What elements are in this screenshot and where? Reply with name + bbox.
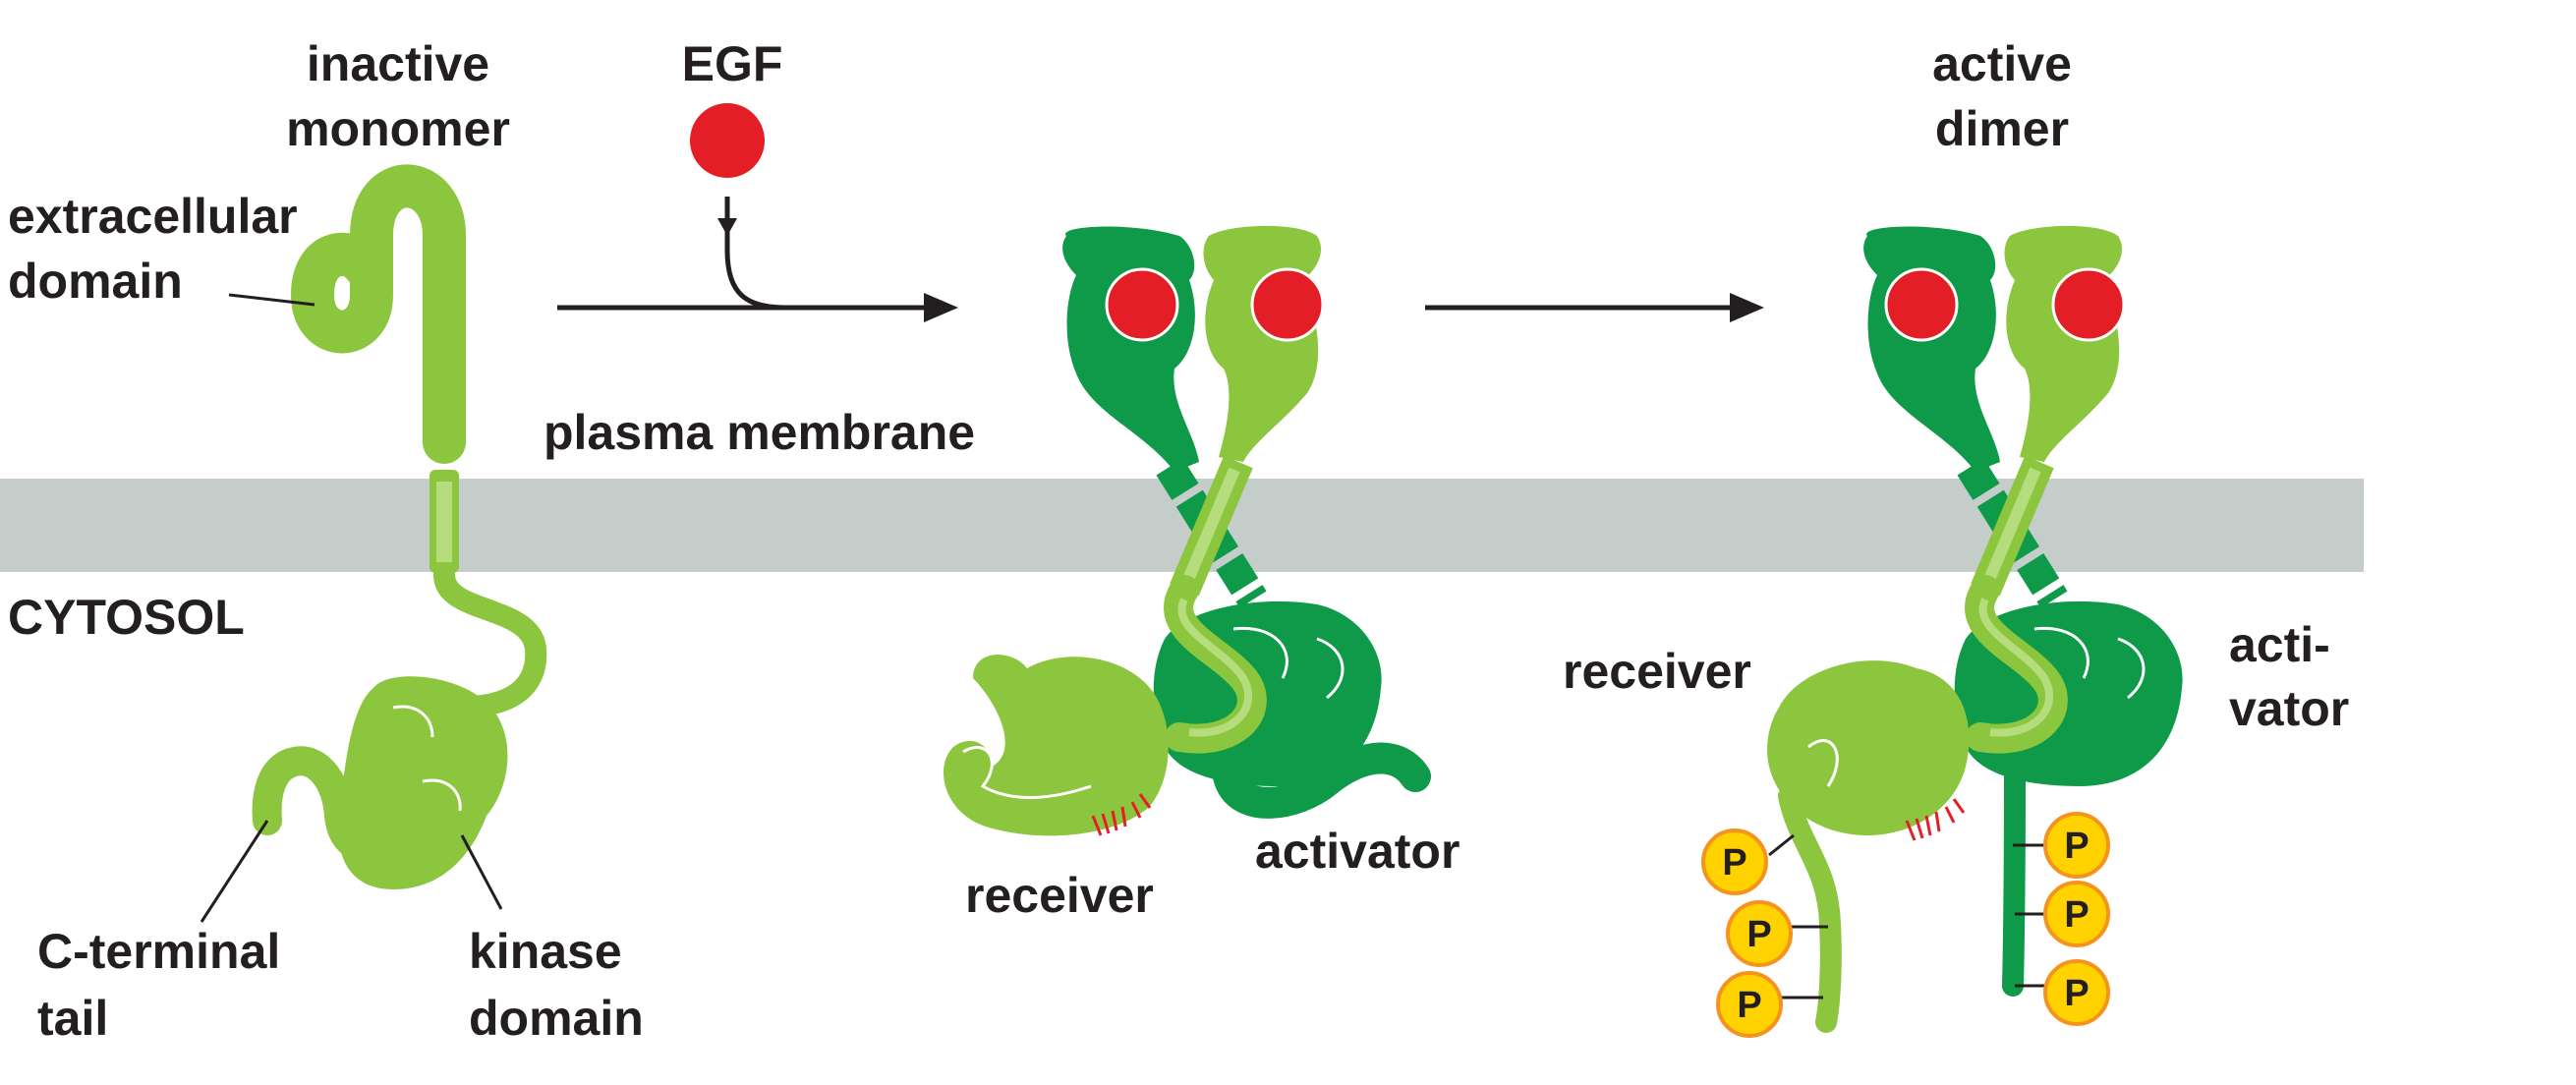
active-site-marks-right bbox=[1905, 798, 1966, 841]
label-extracellular: extracellular bbox=[8, 189, 298, 244]
extracellular-domain bbox=[291, 164, 466, 464]
receiver-kinase-domain bbox=[944, 655, 1169, 836]
phosphate-label: P bbox=[2064, 973, 2089, 1014]
ligand-bound-dimer-middle bbox=[944, 225, 1431, 836]
label-activator-right-2: vator bbox=[2229, 681, 2349, 736]
egf-ligand bbox=[690, 103, 765, 178]
receiver-phospho-tail bbox=[1778, 785, 1842, 1033]
phosphate-group: P bbox=[1701, 828, 1768, 895]
activator-extracellular-domain-right bbox=[1863, 226, 2000, 472]
label-receiver-middle: receiver bbox=[965, 868, 1154, 923]
phosphate-group: P bbox=[2043, 881, 2110, 947]
phosphate-group: P bbox=[1726, 900, 1793, 967]
label-receiver-right: receiver bbox=[1563, 644, 1751, 699]
phosphate-label: P bbox=[2064, 894, 2089, 936]
label-plasma-membrane: plasma membrane bbox=[544, 405, 975, 460]
egf-bound-left-right-dimer bbox=[1884, 267, 1959, 342]
phosphate-label: P bbox=[1737, 985, 1761, 1026]
egf-bound-right bbox=[1250, 267, 1325, 342]
label-inactive: inactive bbox=[307, 36, 489, 91]
phosphate-group: P bbox=[2043, 812, 2110, 879]
receiver-extracellular-domain bbox=[1203, 225, 1322, 462]
label-kinase-domain: domain bbox=[469, 991, 644, 1046]
label-extracellular-domain: domain bbox=[8, 254, 183, 309]
phosphate-group: P bbox=[1716, 971, 1783, 1038]
label-monomer: monomer bbox=[286, 101, 510, 156]
phosphate-label: P bbox=[1722, 842, 1746, 884]
phosphate-label: P bbox=[2064, 826, 2089, 867]
label-active: active bbox=[1932, 36, 2072, 91]
active-dimer-right bbox=[1767, 225, 2183, 1033]
activator-phospho-tail bbox=[2002, 756, 2026, 997]
c-terminal-tail bbox=[252, 746, 437, 880]
egf-bound-right-right-dimer bbox=[2051, 267, 2126, 342]
label-kinase: kinase bbox=[469, 924, 622, 979]
activator-extracellular-domain bbox=[1062, 226, 1199, 472]
egf-bound-left bbox=[1105, 267, 1179, 342]
phosphate-group: P bbox=[2043, 959, 2110, 1026]
activator-tail bbox=[1213, 742, 1431, 819]
phosphate-label: P bbox=[1746, 914, 1771, 955]
active-site-marks bbox=[1091, 793, 1152, 836]
label-egf: EGF bbox=[682, 36, 783, 91]
egf-binding-arrow bbox=[724, 197, 934, 311]
label-dimer: dimer bbox=[1935, 101, 2069, 156]
label-c-terminal: C-terminal bbox=[37, 924, 280, 979]
kinase-domain-inactive bbox=[338, 676, 508, 889]
label-tail: tail bbox=[37, 991, 108, 1046]
label-activator-right-1: acti- bbox=[2229, 617, 2330, 672]
inactive-monomer-receptor bbox=[200, 164, 547, 923]
label-activator-middle: activator bbox=[1255, 824, 1460, 879]
receiver-kinase-domain-right bbox=[1767, 660, 1970, 835]
label-cytosol: CYTOSOL bbox=[8, 590, 245, 645]
receiver-extracellular-domain-right bbox=[2004, 225, 2123, 462]
